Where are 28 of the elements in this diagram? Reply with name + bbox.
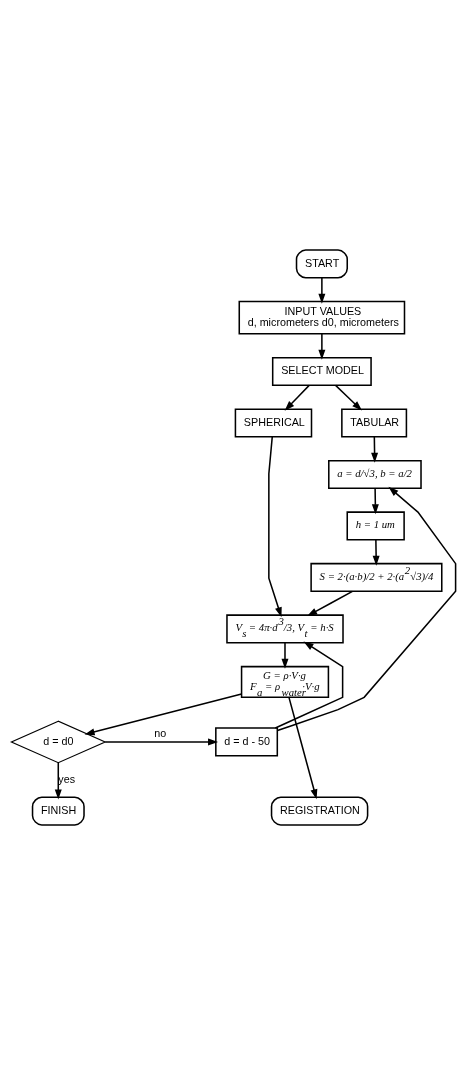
node-diamond: d = d0 <box>9 720 107 763</box>
node-box: a = d/√3, b = a/2 <box>328 459 422 489</box>
arrow <box>276 486 457 731</box>
node-box: FINISH <box>31 796 85 826</box>
arrow <box>318 276 326 304</box>
arrow <box>84 692 243 735</box>
arrow <box>268 435 282 617</box>
node-box: SELECT MODEL <box>271 356 372 386</box>
node-box: REGISTRATION <box>270 796 369 826</box>
node-box: TABULAR <box>341 407 408 438</box>
node-box: d = d - 50 <box>215 726 279 757</box>
edge-label: no <box>154 726 167 739</box>
arrow <box>104 737 219 745</box>
node-box: INPUT VALUES d, micrometers d0, micrometers <box>238 300 406 335</box>
arrow <box>284 384 310 411</box>
arrow <box>288 696 318 799</box>
node-box: SPHERICAL <box>234 407 313 438</box>
arrow <box>281 641 289 669</box>
arrow <box>274 641 344 729</box>
node-box: START <box>295 248 348 278</box>
node-box: h = 1 um <box>346 510 405 541</box>
arrow <box>307 590 354 616</box>
arrow <box>334 384 362 411</box>
arrow <box>54 761 62 799</box>
arrow <box>318 332 326 360</box>
arrow <box>371 487 379 514</box>
edge-label: yes <box>58 772 76 785</box>
arrow <box>372 538 380 566</box>
